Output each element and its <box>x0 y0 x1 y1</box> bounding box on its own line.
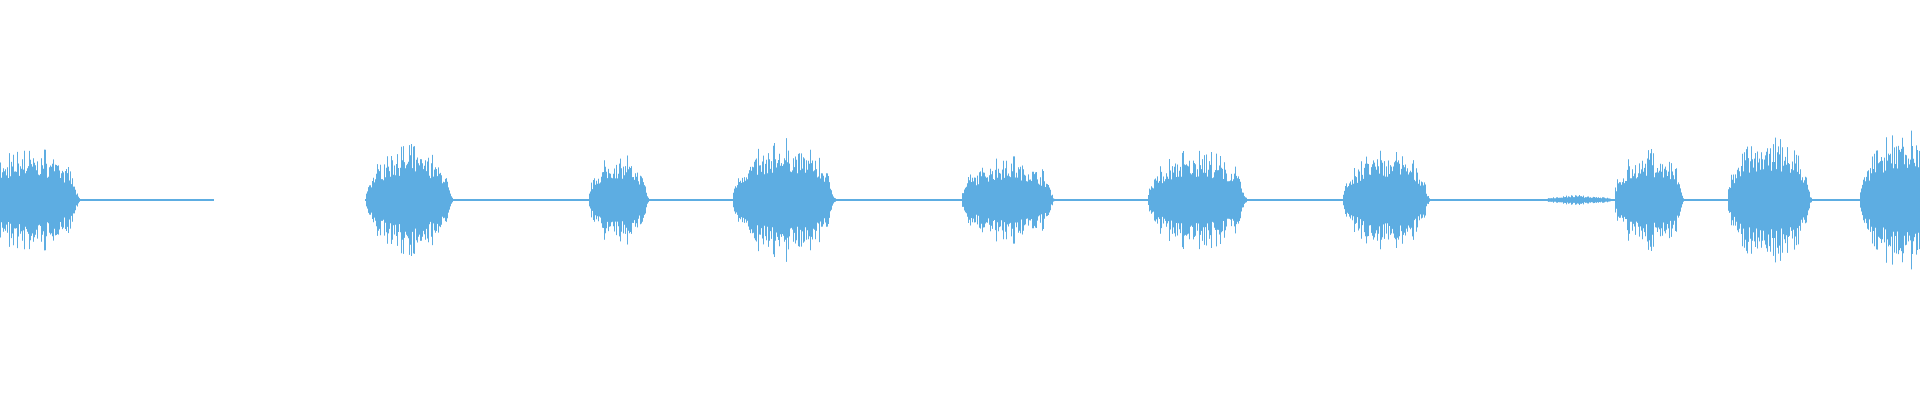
waveform-path <box>0 130 1920 270</box>
